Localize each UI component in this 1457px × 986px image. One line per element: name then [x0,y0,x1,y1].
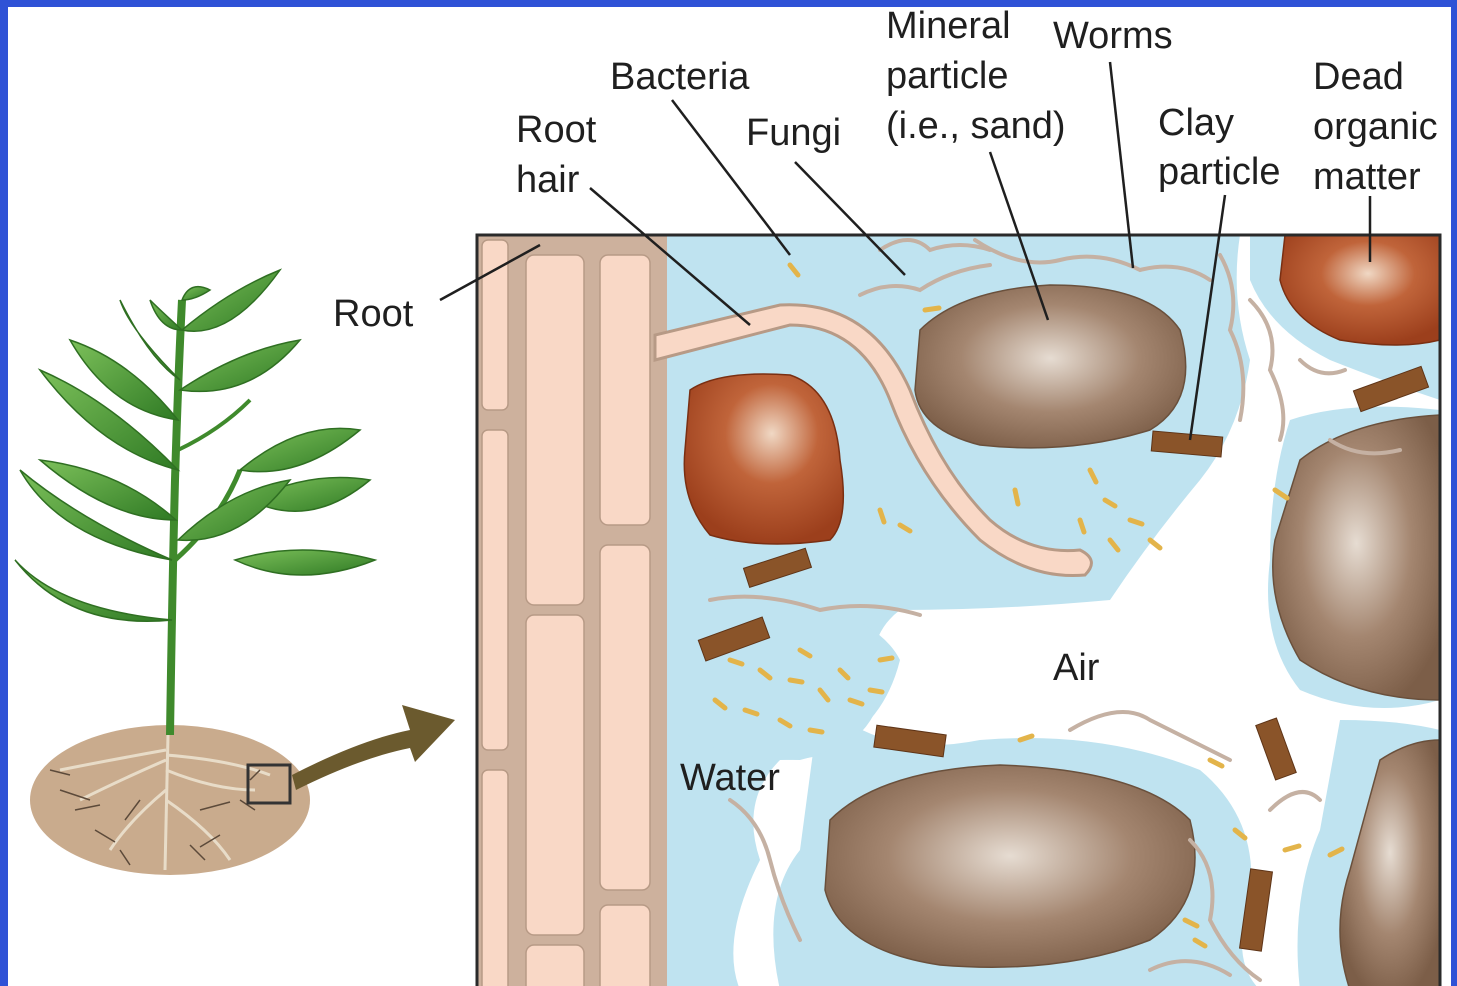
soil-closeup [477,235,1440,986]
mineral-particle [825,765,1195,967]
label-root-hair-2: hair [516,159,580,201]
label-dead-2: organic [1313,106,1438,148]
plant-leaves [15,270,375,621]
label-clay-2: particle [1158,151,1281,193]
label-worms: Worms [1053,15,1173,57]
root-tissue [477,235,667,986]
label-mineral-2: particle [886,55,1009,97]
label-bacteria: Bacteria [610,56,750,98]
label-mineral-1: Mineral [886,7,1011,47]
organic-particle [684,374,843,544]
label-water: Water [680,757,780,799]
label-fungi: Fungi [746,112,841,154]
label-root: Root [333,293,414,335]
zoom-arrow [292,705,455,790]
mineral-particle [915,285,1186,448]
label-mineral-3: (i.e., sand) [886,105,1066,147]
label-dead-3: matter [1313,156,1421,198]
label-clay-1: Clay [1158,102,1234,144]
label-root-hair-1: Root [516,109,597,151]
label-air: Air [1053,647,1100,689]
label-dead-1: Dead [1313,56,1404,98]
slide-frame: Root Root hair Bacteria Fungi Mineral pa… [8,7,1451,986]
soil-mound [30,725,310,875]
soil-diagram: Root Root hair Bacteria Fungi Mineral pa… [8,7,1451,986]
plant-illustration [15,270,455,875]
